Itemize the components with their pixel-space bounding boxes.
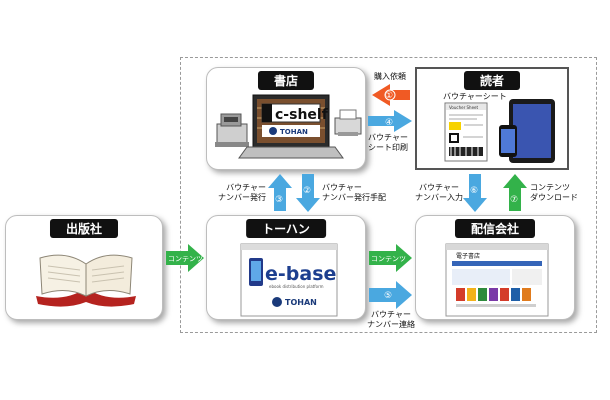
- step-6-label: バウチャー ナンバー入力: [415, 183, 463, 202]
- tablet-icon: [509, 99, 555, 163]
- step-5-number: ⑤: [384, 291, 392, 301]
- arrow-4-voucher-print: ④: [368, 110, 412, 132]
- bookstore-title: 書店: [257, 71, 315, 90]
- system-boundary: [180, 57, 597, 333]
- ebookstore-header: 電子書店: [456, 252, 480, 260]
- step-1-label: 購入依頼: [374, 72, 406, 81]
- step-4-label: バウチャー シート印刷: [368, 133, 408, 152]
- step-3-label: バウチャー ナンバー発行: [218, 183, 266, 202]
- smartphone-icon: [499, 125, 517, 157]
- step-3-number: ③: [275, 195, 283, 205]
- step-2-label: バウチャー ナンバー発行手配: [322, 183, 386, 202]
- reader-title: 読者: [463, 71, 521, 90]
- voucher-sheet-icon: Voucher Sheet: [444, 102, 488, 162]
- publisher-node: 出版社: [5, 215, 163, 320]
- tohan-logo-2: TOHAN: [285, 298, 317, 307]
- cash-register-icon: [215, 113, 249, 147]
- arrow-7-content-download: ⑦: [503, 174, 527, 211]
- flow-content-label-1: コンテンツ: [168, 255, 203, 263]
- arrow-6-voucher-input: ⑥: [463, 174, 487, 212]
- voucher-sheet-label: バウチャーシート: [443, 92, 507, 101]
- reader-node: 読者 バウチャーシート Voucher Sheet: [415, 67, 569, 170]
- laptop-icon: c-shelf TOHAN: [238, 94, 344, 159]
- tohan-logo: TOHAN: [280, 128, 308, 136]
- arrow-2-voucher-arrange: ②: [296, 174, 320, 212]
- arrow-content-publisher-tohan: コンテンツ: [166, 244, 204, 272]
- ebase-screen-illustration: e-base ebook distribution platform TOHAN: [240, 243, 338, 317]
- reader-illustration: バウチャーシート Voucher Sheet: [443, 92, 555, 163]
- arrow-1-purchase-request: ①: [372, 84, 410, 106]
- distributor-node: 配信会社 電子書店: [415, 215, 575, 320]
- distributor-title: 配信会社: [454, 219, 536, 238]
- arrow-content-tohan-distributor: コンテンツ: [369, 244, 412, 272]
- step-5-label: バウチャー ナンバー連絡: [367, 310, 415, 329]
- step-4-number: ④: [385, 118, 393, 128]
- flow-content-label-2: コンテンツ: [371, 255, 406, 263]
- tohan-title: トーハン: [246, 219, 326, 238]
- ebase-logo: e-base: [265, 263, 336, 285]
- bookstore-node: 書店 c-shelf TOHAN: [206, 67, 366, 170]
- arrow-3-voucher-issue: ③: [268, 174, 292, 211]
- step-1-number: ①: [385, 91, 393, 101]
- step-7-number: ⑦: [510, 195, 518, 205]
- step-7-label: コンテンツ ダウンロード: [530, 183, 578, 202]
- ebase-tagline: ebook distribution platform: [269, 284, 324, 289]
- arrow-5-voucher-notify: ⑤: [369, 281, 412, 309]
- cshelf-logo: c-shelf: [275, 107, 329, 123]
- bookstore-illustration: c-shelf TOHAN: [215, 94, 362, 159]
- printer-icon: [334, 109, 362, 136]
- tohan-node: トーハン e-base ebook distribution platform …: [206, 215, 366, 320]
- step-2-number: ②: [303, 186, 311, 196]
- step-6-number: ⑥: [470, 186, 478, 196]
- ebookstore-screen-illustration: 電子書店: [445, 243, 549, 317]
- publisher-title: 出版社: [49, 219, 119, 238]
- open-book-icon: [36, 254, 136, 307]
- voucher-sheet-header: Voucher Sheet: [449, 105, 479, 110]
